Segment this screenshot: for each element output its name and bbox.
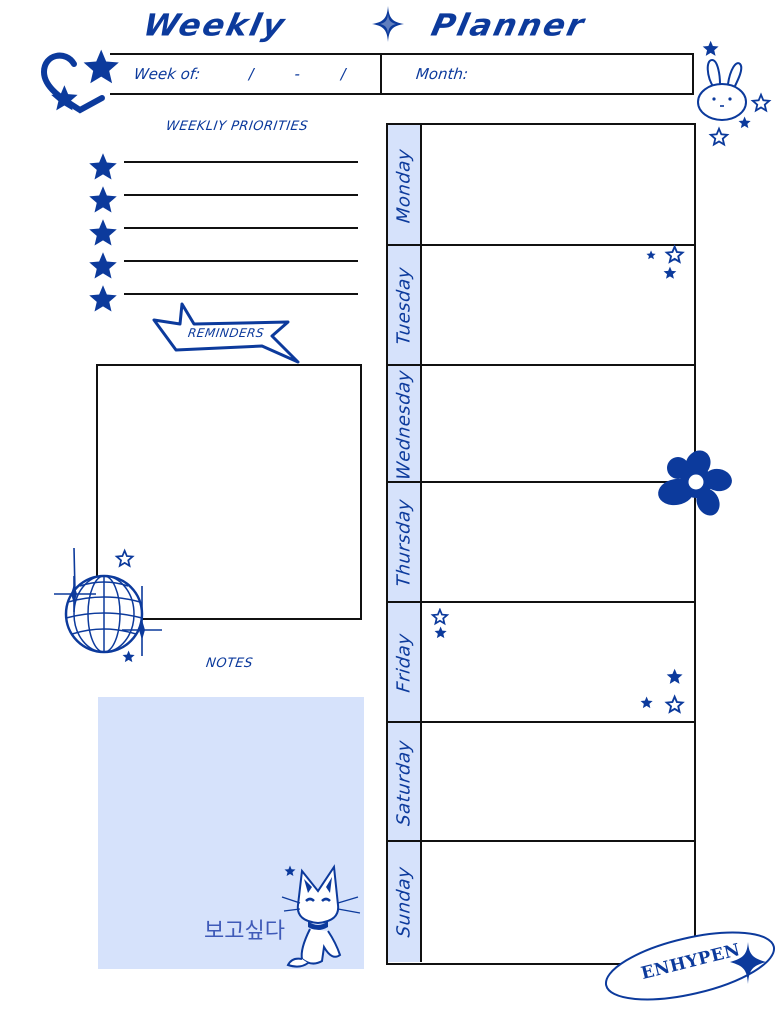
priority-item[interactable]	[86, 218, 358, 251]
priority-line	[124, 227, 358, 229]
day-row-monday: Monday	[388, 125, 694, 246]
disco-globe-icon	[50, 546, 162, 674]
priority-item[interactable]	[86, 284, 358, 317]
reminders-heading-badge: REMINDERS	[150, 300, 300, 366]
day-content-wednesday[interactable]	[422, 366, 694, 483]
day-row-friday: Friday	[388, 601, 694, 723]
bunny-icon	[692, 36, 782, 156]
day-label-wednesday: Wednesday	[388, 366, 422, 483]
star-icon	[89, 285, 117, 312]
star-icon	[89, 252, 117, 279]
priorities-heading: WEEKLIY PRIORITIES	[164, 119, 310, 134]
day-row-sunday: Sunday	[388, 840, 694, 962]
star-icon	[89, 219, 117, 246]
priority-item[interactable]	[86, 185, 358, 218]
day-label-thursday: Thursday	[388, 483, 422, 603]
star-frame-icon	[152, 302, 300, 364]
day-label-saturday: Saturday	[388, 723, 422, 842]
priority-line	[124, 161, 358, 163]
star-icon	[89, 153, 117, 180]
day-content-thursday[interactable]	[422, 483, 694, 603]
month-label: Month:	[415, 65, 470, 83]
week-of-label: Week of:	[133, 65, 202, 83]
notes-heading: NOTES	[204, 656, 254, 671]
oval-sparkle-icon	[604, 931, 776, 1001]
week-month-bar: Week of: / - / Month:	[110, 53, 694, 95]
heart-stars-icon	[36, 44, 126, 120]
day-row-thursday: Thursday	[388, 481, 694, 603]
stars-decoration	[638, 668, 688, 722]
notes-box[interactable]: 보고싶다	[98, 697, 364, 969]
four-point-sparkle-icon	[368, 4, 408, 48]
priority-item[interactable]	[86, 251, 358, 284]
day-row-tuesday: Tuesday	[388, 244, 694, 366]
date-separator: /	[340, 65, 346, 83]
title-planner: Planner	[428, 6, 589, 44]
day-row-wednesday: Wednesday	[388, 364, 694, 483]
reminders-heading: REMINDERS	[187, 326, 266, 340]
day-label-friday: Friday	[388, 603, 422, 723]
days-table: Monday Tuesday Wednesday Thursday Friday…	[386, 123, 696, 965]
priority-line	[124, 194, 358, 196]
week-of-field[interactable]: Week of: / - /	[110, 55, 382, 93]
page-title: Weekly Planner	[140, 4, 660, 48]
priority-line	[124, 260, 358, 262]
star-icon	[89, 186, 117, 213]
korean-sticker-text: 보고싶다	[204, 919, 285, 944]
day-content-saturday[interactable]	[422, 723, 694, 842]
priority-line	[124, 293, 358, 295]
cat-doodle-icon	[278, 857, 364, 973]
title-weekly: Weekly	[140, 6, 290, 44]
day-row-saturday: Saturday	[388, 721, 694, 842]
day-content-tuesday[interactable]	[422, 246, 694, 366]
stars-decoration	[430, 608, 454, 648]
date-range-separators: / - /	[228, 65, 366, 83]
date-separator: -	[294, 65, 300, 83]
day-content-monday[interactable]	[422, 125, 694, 246]
reminders-box[interactable]	[96, 364, 362, 620]
priorities-list	[86, 152, 358, 317]
day-label-sunday: Sunday	[388, 842, 422, 962]
flower-icon	[652, 448, 734, 524]
day-label-monday: Monday	[388, 125, 422, 246]
enhypen-badge: ENHYPEN	[600, 922, 784, 1004]
day-content-sunday[interactable]	[422, 842, 694, 962]
month-field[interactable]: Month:	[382, 55, 692, 93]
priority-item[interactable]	[86, 152, 358, 185]
stars-decoration	[644, 244, 690, 288]
day-label-tuesday: Tuesday	[388, 246, 422, 366]
date-separator: /	[248, 65, 254, 83]
